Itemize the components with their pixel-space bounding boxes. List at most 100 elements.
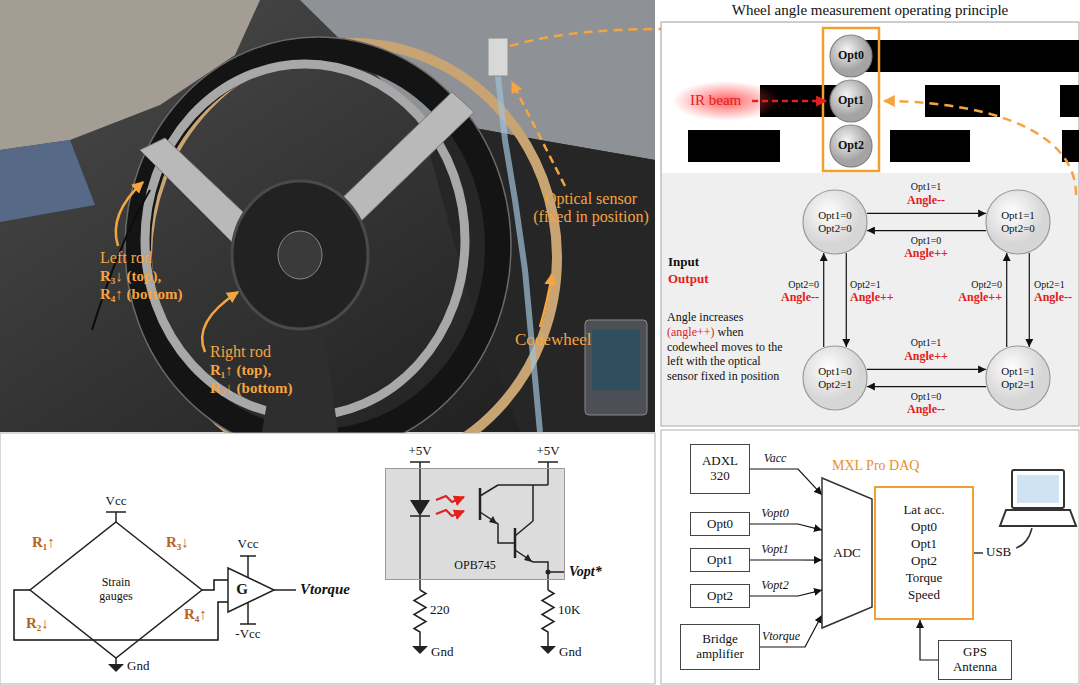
signal-wire <box>750 559 822 560</box>
part-label: Codewheel <box>515 330 591 350</box>
output-label: Angle-- <box>907 403 945 417</box>
port-label: USB <box>986 545 1011 560</box>
node-text: G <box>236 581 248 598</box>
node-text: Opt1=1 Opt2=1 <box>994 365 1042 390</box>
output-label: Angle++ <box>958 291 1002 305</box>
resistor-label: R₁↑ <box>32 534 55 551</box>
operating-principle-panel-part <box>661 22 1079 426</box>
signal-wire <box>750 469 822 495</box>
transition-arrow <box>867 386 986 387</box>
circuit-panel-part-part <box>412 646 428 654</box>
photo-illustration-part <box>138 50 498 442</box>
photo-illustration-part <box>335 92 474 226</box>
input-label: Opt2=0 <box>788 279 819 291</box>
ground-label: Gnd <box>559 645 581 660</box>
state-circle: Opt1=1 Opt2=0 <box>985 189 1051 255</box>
photo-illustration-part <box>232 181 368 329</box>
state-circle: Opt1=0 Opt2=1 <box>802 345 868 411</box>
photo-illustration <box>0 0 655 473</box>
node-text: Strain gauges <box>93 576 139 604</box>
bridge-wire <box>202 580 228 590</box>
circuit-panel-part-part <box>515 550 548 590</box>
daq-panel-part <box>1017 475 1059 503</box>
circuit-panel-part-part <box>498 462 548 521</box>
daq-panel-part <box>661 430 1079 684</box>
transition-arrow <box>823 253 824 347</box>
node-text: Opt1 <box>911 536 937 553</box>
signal-label: Vtorque <box>762 630 800 644</box>
node-text: Opt1=0 Opt2=0 <box>811 209 859 234</box>
signal-label: Vopt* <box>569 564 602 580</box>
signal-label: Vacc <box>764 452 787 466</box>
node-text: Bridge amplifier <box>687 632 753 662</box>
transition-arrow <box>1006 253 1007 347</box>
part-label: Left rod <box>100 249 152 267</box>
operating-principle-panel-part <box>890 130 970 162</box>
gauge-label: R₂↓ (bottom) <box>210 380 292 397</box>
state-circle-shape <box>986 190 1050 254</box>
circuit-panel-part-part <box>419 462 421 590</box>
sensor-circle-shape <box>830 80 872 122</box>
circuit-panel-part-part <box>540 646 556 654</box>
resistor-label: R₂↓ <box>26 615 49 632</box>
circuit-panel-part-part <box>480 485 498 496</box>
circuit-panel-part-part <box>108 664 124 672</box>
signal-source-box: ADXL 320 <box>690 444 750 494</box>
input-label: Opt2=0 <box>971 279 1002 291</box>
supply-label: +5V <box>408 444 431 459</box>
photo-illustration-part <box>262 315 338 432</box>
adc-block: ADC <box>822 478 872 628</box>
sensor-circle: Opt1 <box>829 79 873 123</box>
circuit-panel-part-part <box>414 590 426 646</box>
operating-principle-panel-part <box>1062 130 1079 162</box>
signal-source-box: Opt0 <box>690 512 750 536</box>
daq-panel-part <box>974 552 983 554</box>
node-text: GPS Antenna <box>946 645 1004 675</box>
signal-label: Vopt2 <box>761 579 788 593</box>
node-text: ADXL 320 <box>698 454 742 484</box>
supply-label: Vcc <box>106 494 127 509</box>
node-text: Opt1=1 Opt2=0 <box>994 209 1042 234</box>
output-label: Angle++ <box>850 291 894 305</box>
part-label: Optical sensor (fixed in position) <box>529 190 653 227</box>
node-text: ADC <box>833 546 860 561</box>
ground-label: Gnd <box>431 645 453 660</box>
node-text: Opt2 <box>838 139 864 153</box>
sensor-circle-shape <box>830 125 872 167</box>
circuit-panel-part-part <box>436 496 464 502</box>
photo-illustration-part <box>488 38 508 76</box>
signal-wire <box>750 524 822 530</box>
circuit-panel-part-part <box>542 590 554 646</box>
note-block: Angle increases (angle++) when codewheel… <box>667 310 787 384</box>
node-text: Opt2 <box>911 553 937 570</box>
state-circle-shape <box>803 346 867 410</box>
key-label: Output <box>668 272 708 287</box>
photo-illustration-part <box>0 140 95 222</box>
node-text: Opt0 <box>911 519 937 536</box>
operating-principle-panel-part <box>662 23 1078 173</box>
gauge-label: R₃↓ (top), <box>100 268 161 285</box>
supply-label: Vcc <box>238 537 259 552</box>
circuit-panel-part <box>106 462 565 664</box>
sensor-circle-shape <box>830 35 872 77</box>
photo-illustration-part <box>592 330 640 390</box>
resistor-value: 10K <box>558 603 580 618</box>
transition-arrow <box>867 369 986 370</box>
sensor-circle: Opt2 <box>829 124 873 168</box>
node-text: Opt1 <box>707 553 733 568</box>
state-circle: Opt1=0 Opt2=0 <box>802 189 868 255</box>
operating-principle-panel-part <box>884 101 1076 195</box>
signal-source-box: Opt2 <box>690 584 750 608</box>
circuit-panel-part-part <box>515 521 533 536</box>
connector-group <box>14 213 1029 660</box>
input-label: Opt2=1 <box>850 279 881 291</box>
circuit-panel-part-part <box>436 510 464 516</box>
daq-panel-part <box>1012 470 1064 508</box>
node-text: Opt1 <box>838 94 864 108</box>
optocoupler-package: OPB745 <box>385 468 565 580</box>
resistor-value: 220 <box>430 603 450 618</box>
daq-panel-part <box>1016 528 1032 548</box>
device-label: MXL Pro DAQ <box>832 458 919 474</box>
output-label: Angle++ <box>904 247 948 261</box>
input-label: Opt1=1 <box>911 181 942 193</box>
